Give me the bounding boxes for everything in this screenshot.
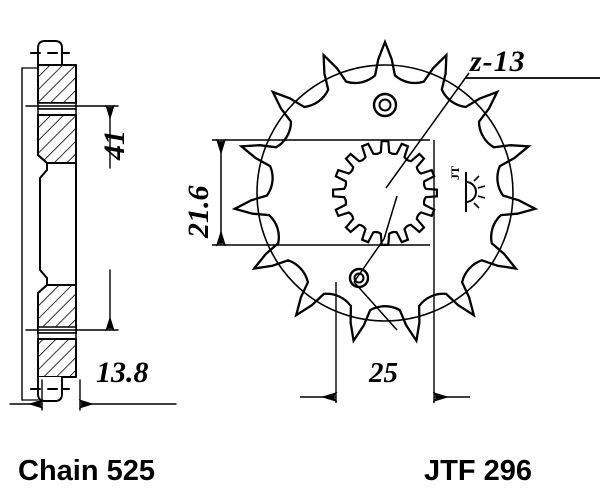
section-bottom-tooth bbox=[30, 376, 70, 402]
section-upper-flange bbox=[37, 64, 77, 104]
chain-size-label: Chain 525 bbox=[18, 455, 155, 487]
sun-burst-icon bbox=[465, 172, 486, 212]
section-lower-rim-bands bbox=[37, 326, 77, 340]
section-lower-flange bbox=[37, 338, 77, 378]
dimension-label-41: 41 bbox=[98, 130, 131, 160]
bolt-hole-upper bbox=[372, 92, 398, 118]
section-lower-hub bbox=[37, 284, 77, 334]
dimension-label-13-8: 13.8 bbox=[96, 356, 149, 389]
section-top-tooth bbox=[30, 40, 70, 66]
spline-bore-outline bbox=[332, 140, 438, 246]
logo-half-sun bbox=[465, 181, 477, 203]
callout-tooth-count: z-13 bbox=[470, 45, 526, 78]
section-upper-hub bbox=[37, 114, 77, 164]
leader-spline-mid bbox=[353, 238, 385, 283]
dimension-13-8 bbox=[9, 379, 177, 411]
section-upper-rim-bands bbox=[37, 102, 77, 116]
face-centerlines bbox=[212, 139, 435, 403]
cross-section-view bbox=[21, 40, 77, 402]
dimension-label-25: 25 bbox=[369, 357, 398, 389]
leader-spline-inner bbox=[383, 195, 398, 240]
brand-logo-text: JT bbox=[448, 165, 462, 180]
sprocket-rim-circle bbox=[256, 64, 514, 322]
section-bore-body bbox=[39, 162, 77, 286]
dimension-label-21-6: 21.6 bbox=[182, 185, 215, 239]
leader-lines bbox=[353, 72, 600, 331]
dimension-41 bbox=[25, 104, 119, 332]
leader-bolt-lower bbox=[353, 281, 398, 331]
logo-rays bbox=[465, 172, 486, 212]
leader-z13 bbox=[385, 72, 470, 189]
face-view-details bbox=[212, 64, 600, 403]
part-number-label: JTF 296 bbox=[424, 455, 532, 487]
